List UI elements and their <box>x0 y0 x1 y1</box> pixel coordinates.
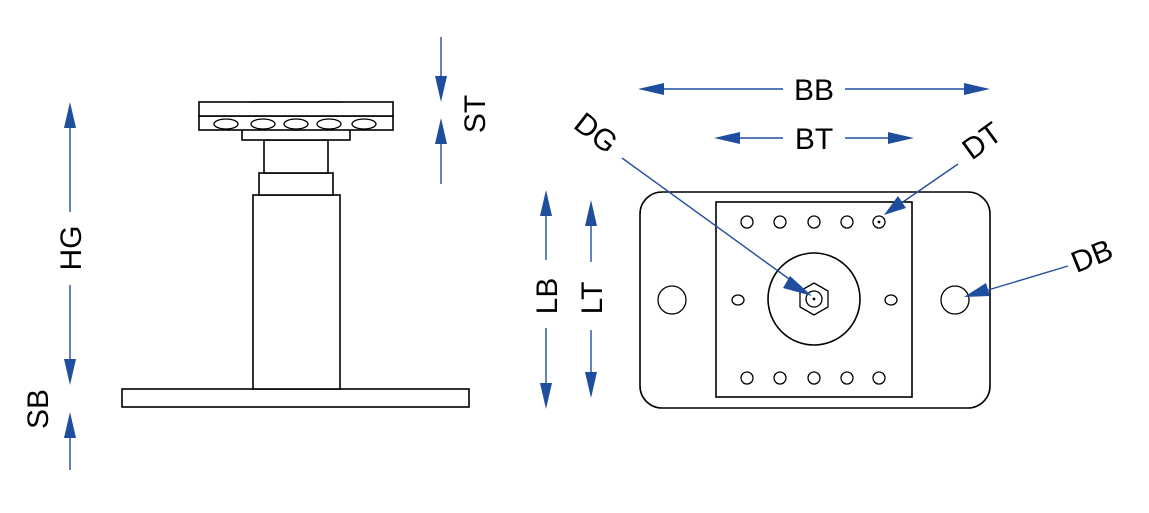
st-arrow-up <box>435 118 447 144</box>
bt-label: BT <box>795 123 833 156</box>
plate-hole-center-dot <box>877 220 881 224</box>
bt-arrow-left <box>714 132 740 144</box>
dg-arrow <box>783 276 812 296</box>
lb-arrow-up <box>540 190 552 216</box>
base-mounting-hole-right <box>940 285 970 315</box>
bb-label: BB <box>794 74 834 107</box>
hg-sb-dimension: HG SB <box>22 102 88 470</box>
base-plate <box>121 388 470 408</box>
plate-hole-top <box>840 215 854 229</box>
lb-dimension: LB <box>531 190 564 409</box>
plate-hole-top <box>740 215 754 229</box>
top-plate-middle <box>198 115 394 131</box>
dg-leader-line <box>621 157 797 285</box>
db-leader-line <box>987 265 1069 291</box>
sb-label: SB <box>22 389 55 429</box>
plate-hole-top <box>807 215 821 229</box>
dt-arrow <box>884 196 906 215</box>
lb-label: LB <box>531 278 564 315</box>
plate-hole-top <box>773 215 787 229</box>
bt-dimension: BT <box>714 123 914 156</box>
sb-arrow-up <box>64 412 76 438</box>
lt-label: LT <box>576 282 609 315</box>
small-hole-left <box>731 294 745 306</box>
upper-shaft <box>263 139 329 174</box>
dt-leader-line <box>899 163 959 205</box>
st-dimension: ST <box>435 37 492 184</box>
plate-hole-bottom <box>840 371 854 385</box>
top-plate-upper <box>198 101 394 117</box>
lt-dimension: LT <box>576 200 609 398</box>
center-dot <box>812 297 816 301</box>
plate-hole <box>283 118 309 130</box>
plate-hole <box>316 118 342 130</box>
bt-arrow-right <box>888 132 914 144</box>
hex-nut-bore <box>805 290 823 308</box>
plate-hole-bottom <box>872 371 886 385</box>
base-mounting-hole-left <box>657 285 687 315</box>
bb-arrow-right <box>964 83 990 95</box>
plate-hole <box>250 118 276 130</box>
db-arrow <box>964 283 990 297</box>
db-label: DB <box>1067 233 1118 279</box>
hg-arrow-up <box>64 102 76 128</box>
plate-hole-bottom <box>807 371 821 385</box>
collar <box>258 172 334 196</box>
top-view <box>639 191 991 409</box>
plate-hole <box>351 118 377 130</box>
st-arrow-down <box>435 76 447 102</box>
dg-label: DG <box>568 107 624 161</box>
dt-label: DT <box>956 116 1008 166</box>
plate-hole-top <box>872 215 886 229</box>
hg-label: HG <box>55 226 88 271</box>
bb-dimension: BB <box>638 74 990 107</box>
small-hole-right <box>884 294 898 306</box>
lb-arrow-down <box>540 383 552 409</box>
side-view <box>121 101 470 408</box>
plate-hole-bottom <box>773 371 787 385</box>
plate-hole-bottom <box>740 371 754 385</box>
lt-arrow-down <box>585 372 597 398</box>
hg-arrow-down <box>64 359 76 385</box>
main-column <box>252 194 341 390</box>
plate-hole <box>213 118 239 130</box>
lt-arrow-up <box>585 200 597 226</box>
bb-arrow-left <box>638 83 664 95</box>
st-label: ST <box>459 95 492 133</box>
